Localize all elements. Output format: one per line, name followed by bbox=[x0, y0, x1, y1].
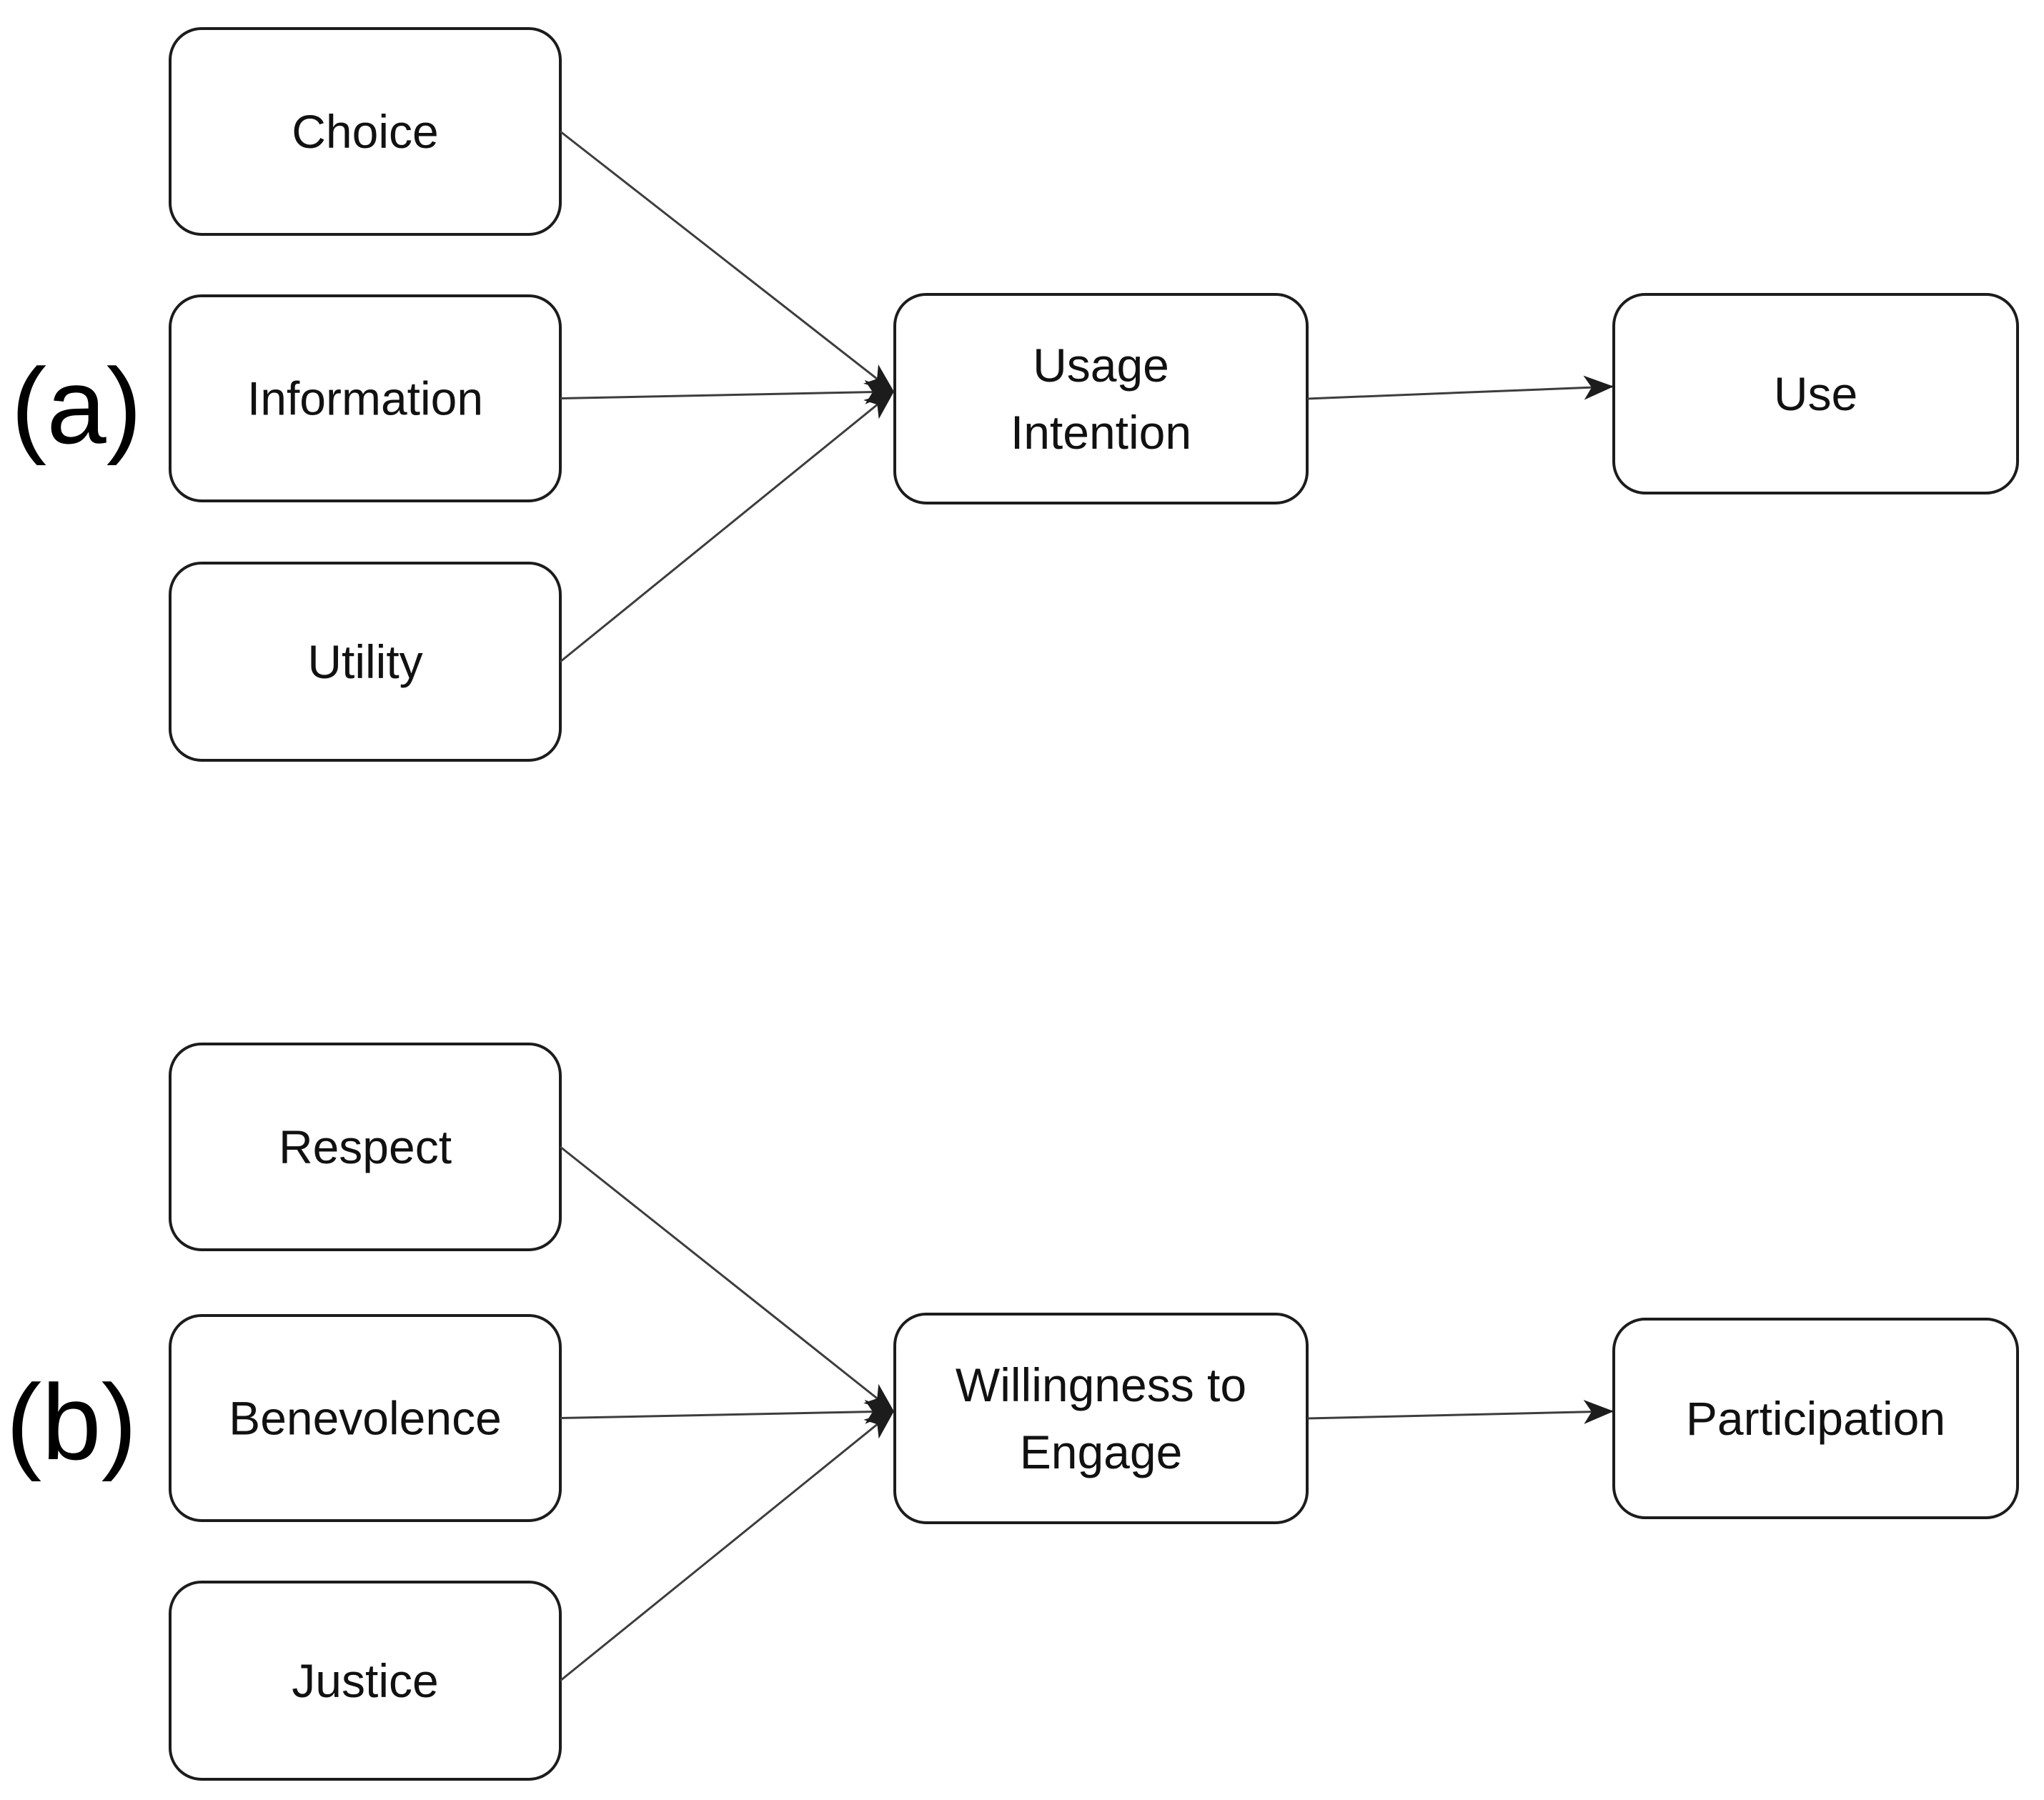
edge-benevolence-to-willingness-to-engage bbox=[560, 1399, 895, 1424]
node-use: Use bbox=[1612, 293, 2019, 494]
node-rect-usage-intention bbox=[893, 293, 1309, 504]
edge-choice-to-usage-intention bbox=[560, 130, 895, 393]
panel-label-b: (b) bbox=[6, 1362, 137, 1482]
node-rect-participation bbox=[1612, 1318, 2019, 1519]
node-choice: Choice bbox=[169, 27, 562, 236]
node-respect: Respect bbox=[169, 1043, 562, 1251]
edge-justice-to-willingness-to-engage bbox=[560, 1410, 895, 1682]
node-benevolence: Benevolence bbox=[169, 1314, 562, 1522]
node-label-participation: Participation bbox=[1686, 1392, 1945, 1445]
node-label-willingness-to-engage-line-2: Engage bbox=[1020, 1426, 1183, 1478]
node-willingness-to-engage: Willingness to Engage bbox=[893, 1313, 1309, 1524]
node-label-utility: Utility bbox=[307, 635, 422, 688]
node-label-justice: Justice bbox=[292, 1654, 438, 1707]
node-participation: Participation bbox=[1612, 1318, 2019, 1519]
node-label-usage-intention-line-2: Intention bbox=[1011, 406, 1191, 459]
node-utility: Utility bbox=[169, 562, 562, 762]
node-label-information: Information bbox=[247, 372, 483, 425]
node-label-benevolence: Benevolence bbox=[229, 1392, 502, 1445]
edge-utility-to-usage-intention bbox=[560, 390, 895, 663]
edge-willingness-to-engage-to-participation bbox=[1306, 1399, 1614, 1424]
node-label-respect: Respect bbox=[279, 1120, 452, 1173]
edge-information-to-usage-intention bbox=[560, 379, 895, 404]
panel-label-a: (a) bbox=[11, 346, 142, 466]
node-label-use: Use bbox=[1774, 367, 1857, 420]
node-justice: Justice bbox=[169, 1581, 562, 1781]
edge-respect-to-willingness-to-engage bbox=[560, 1145, 895, 1413]
node-rect-willingness-to-engage bbox=[893, 1313, 1309, 1524]
node-label-willingness-to-engage-line-1: Willingness to bbox=[956, 1358, 1246, 1411]
node-label-choice: Choice bbox=[292, 105, 438, 158]
node-label-usage-intention-line-1: Usage bbox=[1033, 339, 1169, 392]
edge-usage-intention-to-use bbox=[1306, 375, 1614, 400]
node-rect-use bbox=[1612, 293, 2019, 494]
node-information: Information bbox=[169, 294, 562, 502]
